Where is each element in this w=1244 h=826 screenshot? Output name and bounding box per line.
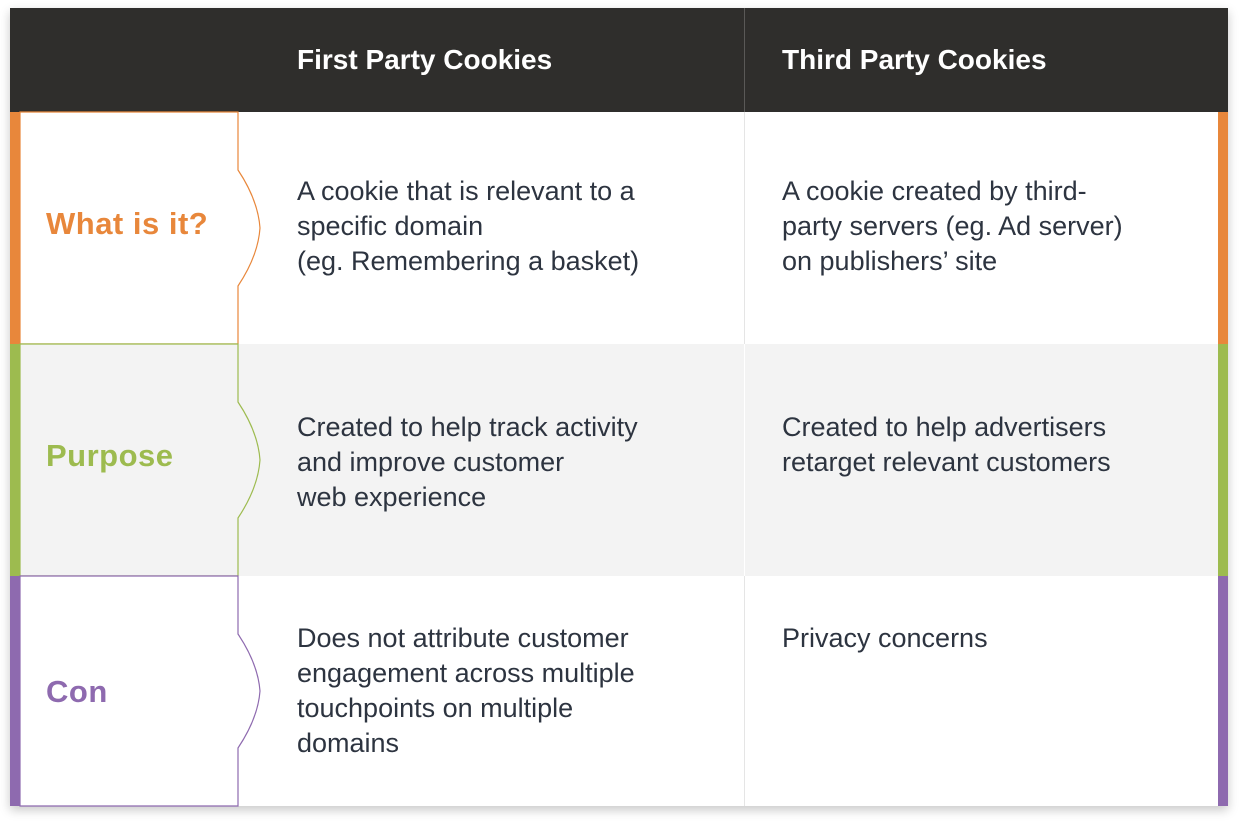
column-divider <box>744 344 745 576</box>
column-divider <box>744 576 745 806</box>
cell-third-party-purpose: Created to help advertisers retarget rel… <box>782 412 1111 477</box>
row-accent-bar-left <box>10 344 20 576</box>
table-header: First Party Cookies Third Party Cookies <box>10 8 1228 112</box>
row-label-con: Con <box>46 674 108 709</box>
header-divider <box>744 8 745 112</box>
row-accent-bar-left <box>10 576 20 806</box>
row-label-purpose: Purpose <box>46 438 174 473</box>
row-label-arrow <box>19 575 261 807</box>
header-first-party: First Party Cookies <box>297 44 553 75</box>
row-accent-bar-left <box>10 112 20 344</box>
row-accent-bar-right <box>1218 344 1228 576</box>
row-label-what-is-it: What is it? <box>46 206 209 241</box>
row-purpose: Purpose Created to help track activity a… <box>10 343 1228 577</box>
column-divider <box>744 112 745 344</box>
header-third-party: Third Party Cookies <box>782 44 1047 75</box>
cell-first-party-con: Does not attribute customer engagement a… <box>297 623 635 758</box>
cell-first-party-what: A cookie that is relevant to a specific … <box>297 176 640 276</box>
comparison-table: First Party Cookies Third Party Cookies … <box>10 8 1228 807</box>
cell-third-party-what: A cookie created by third- party servers… <box>782 176 1123 276</box>
row-label-arrow <box>19 111 261 345</box>
row-con: Con Does not attribute customer engageme… <box>10 575 1228 807</box>
row-label-arrow <box>19 343 261 577</box>
row-what-is-it: What is it? A cookie that is relevant to… <box>10 111 1228 345</box>
cell-first-party-purpose: Created to help track activity and impro… <box>297 412 638 512</box>
row-accent-bar-right <box>1218 576 1228 806</box>
row-accent-bar-right <box>1218 112 1228 344</box>
cell-third-party-con: Privacy concerns <box>782 623 988 653</box>
